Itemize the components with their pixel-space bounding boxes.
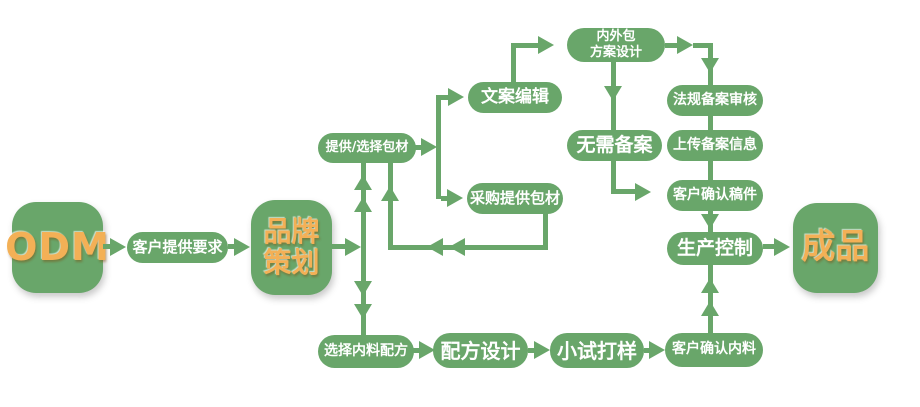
connector-design-elbow-h xyxy=(693,43,713,48)
node-regulation-filing-review: 法规备案审核 xyxy=(667,85,763,116)
feedback-vertical-to-packaging xyxy=(388,162,393,250)
node-production-control: 生产控制 xyxy=(667,232,763,265)
connector-copywriting-right xyxy=(511,43,540,48)
node-provide-select-packaging-label: 提供/选择包材 xyxy=(325,139,409,155)
arrowhead-trunk-down-1 xyxy=(354,281,372,296)
arrowhead-into-confirm-material xyxy=(649,341,665,359)
connector-production-to-finished xyxy=(763,244,776,249)
node-copywriting-editing: 文案编辑 xyxy=(468,82,562,113)
node-finished-product-label: 成品 xyxy=(801,227,870,268)
node-odm-label: ODM xyxy=(5,224,110,269)
arrowhead-odm-to-requirements xyxy=(110,238,126,256)
node-packaging-solution-design: 内外包 方案设计 xyxy=(567,28,665,62)
arrowhead-into-confirm-draft xyxy=(635,183,651,201)
node-brand-planning: 品牌 策划 xyxy=(251,200,332,295)
connector-formula-select-to-design xyxy=(413,348,422,353)
connector-upload-to-draft xyxy=(708,161,713,180)
node-no-filing-needed: 无需备案 xyxy=(567,130,662,161)
arrowhead-trunk-up-1 xyxy=(354,175,372,190)
connector-packaging-branch-stem xyxy=(415,145,423,150)
connector-requirements-to-brand xyxy=(228,244,236,249)
connector-review-to-upload xyxy=(708,116,713,130)
node-regulation-filing-review-label: 法规备案审核 xyxy=(673,91,757,108)
arrowhead-design-right xyxy=(677,36,693,54)
node-customer-requirements-label: 客户提供要求 xyxy=(132,238,223,257)
connector-material-to-production xyxy=(708,265,713,333)
node-formula-design-label: 配方设计 xyxy=(440,338,521,363)
arrowhead-requirements-to-brand xyxy=(234,238,250,256)
arrowhead-to-copywriting xyxy=(448,88,464,106)
node-upload-filing-info-label: 上传备案信息 xyxy=(673,136,757,153)
arrowhead-into-regulation-review xyxy=(701,58,719,73)
arrowhead-into-finished xyxy=(774,238,790,256)
node-production-control-label: 生产控制 xyxy=(676,237,753,260)
connector-design-to-trial xyxy=(528,348,536,353)
node-copywriting-editing-label: 文案编辑 xyxy=(481,87,549,108)
branch-bottom-stem xyxy=(441,196,448,201)
arrowhead-material-up-1 xyxy=(701,278,719,293)
branch-vertical xyxy=(436,95,441,199)
arrowhead-to-solution-design xyxy=(538,36,554,54)
node-trial-sampling-label: 小试打样 xyxy=(557,338,637,363)
node-packaging-solution-design-line2: 方案设计 xyxy=(589,45,642,60)
arrowhead-into-trial xyxy=(534,341,550,359)
node-brand-planning-line1: 品牌 xyxy=(263,215,320,249)
branch-top-stem xyxy=(441,95,449,100)
node-no-filing-needed-label: 无需备案 xyxy=(576,134,653,157)
feedback-horizontal xyxy=(388,245,548,250)
node-odm: ODM xyxy=(5,202,109,293)
node-select-material-formula-label: 选择内料配方 xyxy=(324,342,408,359)
connector-odm-to-requirements xyxy=(103,244,113,249)
node-packaging-solution-design-line1: 内外包 xyxy=(596,28,636,44)
node-brand-planning-line2: 策划 xyxy=(263,245,320,279)
trunk-a-vertical xyxy=(361,162,366,335)
node-customer-requirements: 客户提供要求 xyxy=(127,232,228,263)
arrowhead-trunk-down-2 xyxy=(354,304,372,319)
node-trial-sampling: 小试打样 xyxy=(550,333,644,368)
connector-trial-to-confirm xyxy=(644,348,651,353)
node-finished-product: 成品 xyxy=(793,203,878,293)
node-purchase-packaging: 采购提供包材 xyxy=(467,183,563,214)
arrowhead-packaging-branch xyxy=(421,138,437,156)
feedback-vertical-from-purchase xyxy=(543,213,548,247)
arrowhead-feedback-left-1 xyxy=(427,238,443,256)
connector-brand-to-trunk xyxy=(332,244,347,249)
arrowhead-into-formula-design xyxy=(419,341,435,359)
node-provide-select-packaging: 提供/选择包材 xyxy=(318,133,416,163)
node-customer-confirm-draft-label: 客户确认稿件 xyxy=(673,186,757,203)
arrowhead-into-production xyxy=(701,214,719,229)
arrowhead-feedback-up xyxy=(381,186,399,201)
node-upload-filing-info: 上传备案信息 xyxy=(667,130,763,161)
arrowhead-brand-to-trunk xyxy=(345,238,361,256)
arrowhead-material-up-2 xyxy=(701,301,719,316)
node-customer-confirm-material: 客户确认内料 xyxy=(665,333,763,367)
connector-no-filing-right xyxy=(611,189,637,194)
node-select-material-formula: 选择内料配方 xyxy=(318,335,414,368)
arrowhead-into-no-filing xyxy=(604,86,622,101)
node-customer-confirm-material-label: 客户确认内料 xyxy=(672,341,756,358)
connector-copywriting-up xyxy=(511,43,516,82)
arrowhead-feedback-left-2 xyxy=(449,238,465,256)
arrowhead-to-purchase xyxy=(447,189,463,207)
connector-no-filing-down xyxy=(611,161,616,194)
node-customer-confirm-draft: 客户确认稿件 xyxy=(667,180,763,211)
connector-design-right-stem xyxy=(665,43,677,48)
node-purchase-packaging-label: 采购提供包材 xyxy=(469,189,560,208)
arrowhead-trunk-up-2 xyxy=(354,197,372,212)
node-formula-design: 配方设计 xyxy=(433,333,528,368)
